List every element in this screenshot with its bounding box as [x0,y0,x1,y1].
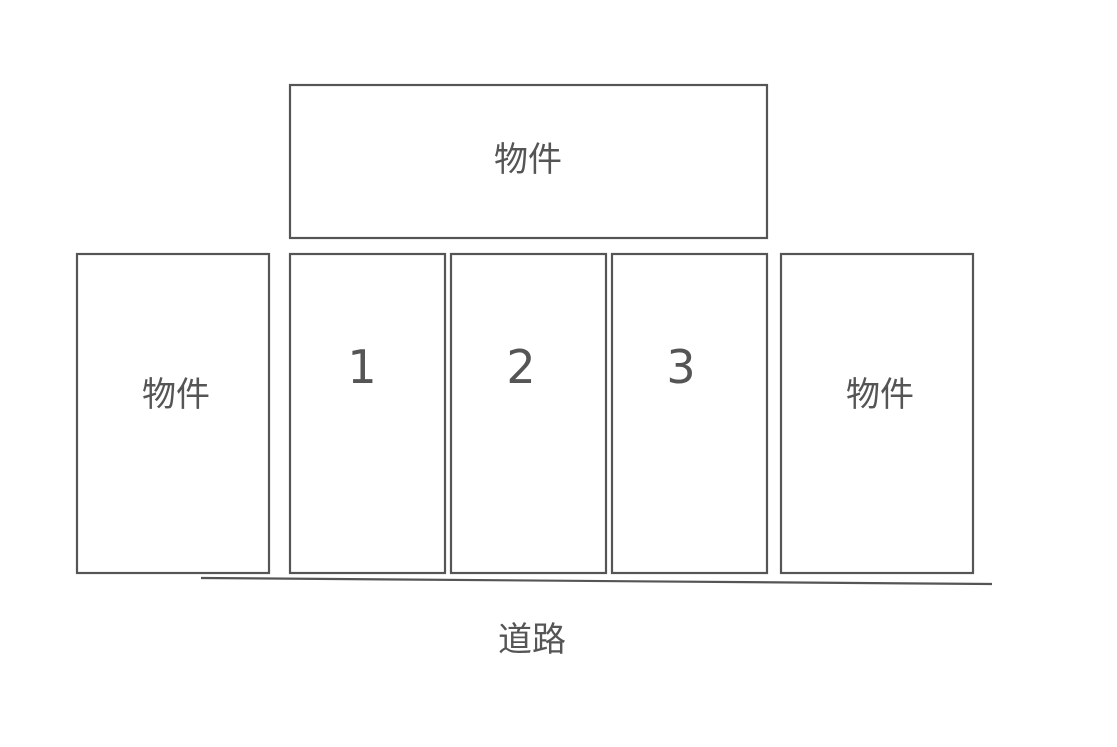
plot-top-label: 物件 [494,140,562,180]
plot-lot-2-box [449,252,608,575]
road-label: 道路 [498,620,566,660]
plot-lot-1: 1 [288,252,447,575]
plot-top-box [288,83,769,240]
road: 道路 [200,576,993,660]
road-line [200,576,993,586]
plot-lot-3-label: 3 [666,340,695,394]
plot-top: 物件 [288,83,769,240]
plot-right: 物件 [779,252,975,575]
plot-lot-3: 3 [610,252,769,575]
plot-left: 物件 [75,252,271,575]
plot-lot-3-box [610,252,769,575]
plot-left-box [75,252,271,575]
plot-lot-1-box [288,252,447,575]
plot-lot-2-label: 2 [506,340,535,394]
plot-lot-2: 2 [449,252,608,575]
plot-right-label: 物件 [846,375,914,415]
plot-right-box [779,252,975,575]
plot-lot-1-label: 1 [347,340,376,394]
plot-left-label: 物件 [142,375,210,415]
